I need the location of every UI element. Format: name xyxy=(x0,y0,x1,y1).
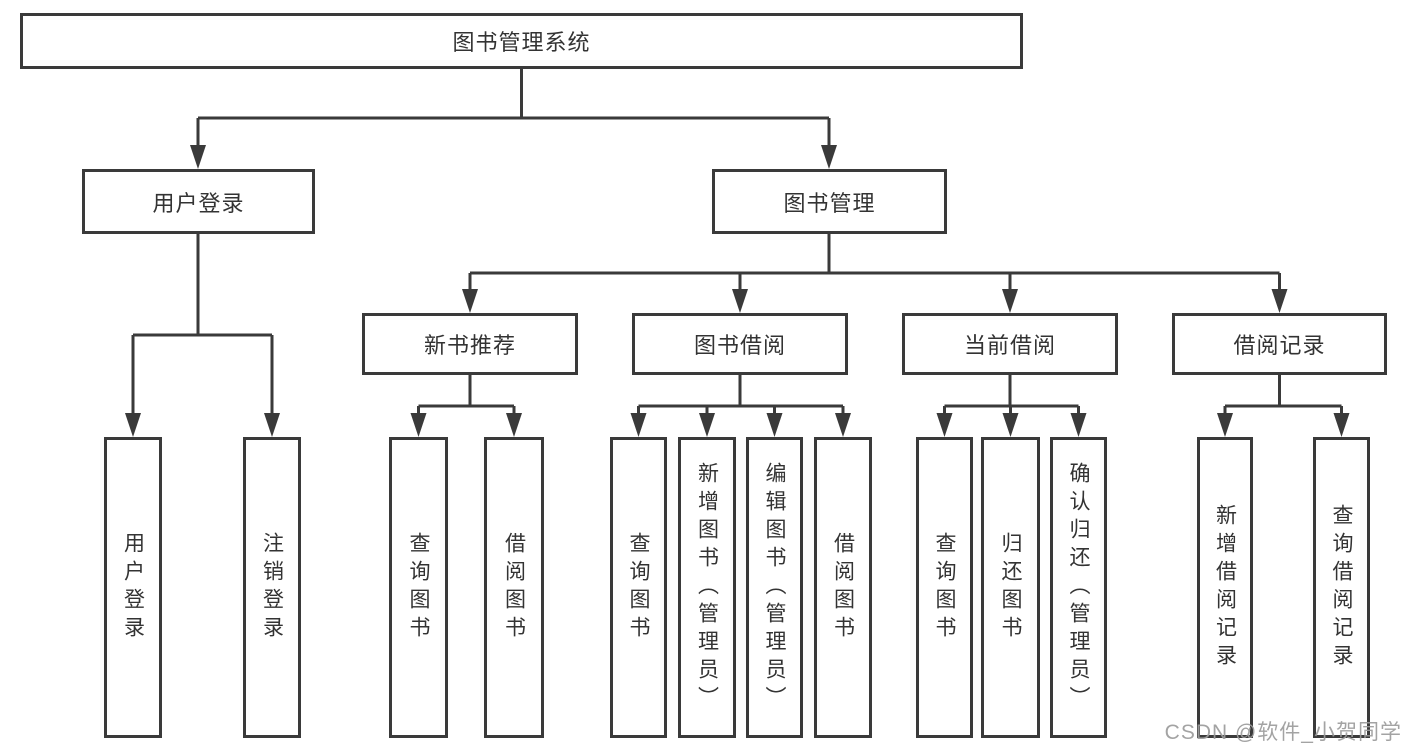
node-label: 当前借阅 xyxy=(963,333,1056,358)
leaf-label: 新增借阅记录 xyxy=(1213,503,1237,672)
node-new-book-recommendation: 新书推荐 xyxy=(362,313,578,375)
leaf-label: 查询图书 xyxy=(933,531,956,644)
node-current-borrowing: 当前借阅 xyxy=(902,313,1118,375)
leaf-label: 归还图书 xyxy=(999,531,1022,644)
leaf-query-borrowing-record: 查询借阅记录 xyxy=(1313,437,1370,738)
csdn-watermark: CSDN @软件_小贺同学 xyxy=(1164,721,1402,744)
leaf-confirm-return-admin: 确认归还（管理员） xyxy=(1050,437,1107,738)
leaf-edit-book-admin: 编辑图书（管理员） xyxy=(746,437,803,738)
node-borrowing-records: 借阅记录 xyxy=(1172,313,1387,375)
leaf-label: 确认归还（管理员） xyxy=(1067,461,1090,714)
node-label: 借阅记录 xyxy=(1233,333,1326,358)
leaf-label: 查询图书 xyxy=(407,531,430,644)
leaf-logout: 注销登录 xyxy=(243,437,301,738)
leaf-label: 查询图书 xyxy=(627,531,650,644)
leaf-label: 新增图书（管理员） xyxy=(695,461,719,714)
node-book-borrowing: 图书借阅 xyxy=(632,313,848,375)
leaf-user-login: 用户登录 xyxy=(104,437,162,738)
leaf-label: 编辑图书（管理员） xyxy=(763,461,786,714)
node-user-login: 用户登录 xyxy=(82,169,315,234)
leaf-borrowing-borrow-books: 借阅图书 xyxy=(814,437,872,738)
leaf-add-book-admin: 新增图书（管理员） xyxy=(678,437,736,738)
leaf-label: 借阅图书 xyxy=(831,531,855,644)
leaf-recommend-query-books: 查询图书 xyxy=(389,437,448,738)
leaf-label: 注销登录 xyxy=(260,531,284,644)
leaf-add-borrowing-record: 新增借阅记录 xyxy=(1197,437,1253,738)
leaf-current-query-books: 查询图书 xyxy=(916,437,973,738)
node-label: 图书管理 xyxy=(783,190,876,216)
node-label: 图书借阅 xyxy=(693,333,786,358)
leaf-recommend-borrow-books: 借阅图书 xyxy=(484,437,544,738)
node-label: 用户登录 xyxy=(152,190,245,216)
node-library-management-system: 图书管理系统 xyxy=(20,13,1023,69)
node-book-management: 图书管理 xyxy=(712,169,947,234)
node-label: 图书管理系统 xyxy=(452,30,591,55)
leaf-label: 借阅图书 xyxy=(502,531,526,644)
leaf-label: 用户登录 xyxy=(121,531,145,644)
leaf-borrowing-query-books: 查询图书 xyxy=(610,437,667,738)
leaf-return-books: 归还图书 xyxy=(981,437,1040,738)
node-label: 新书推荐 xyxy=(423,333,516,358)
leaf-label: 查询借阅记录 xyxy=(1330,503,1353,672)
